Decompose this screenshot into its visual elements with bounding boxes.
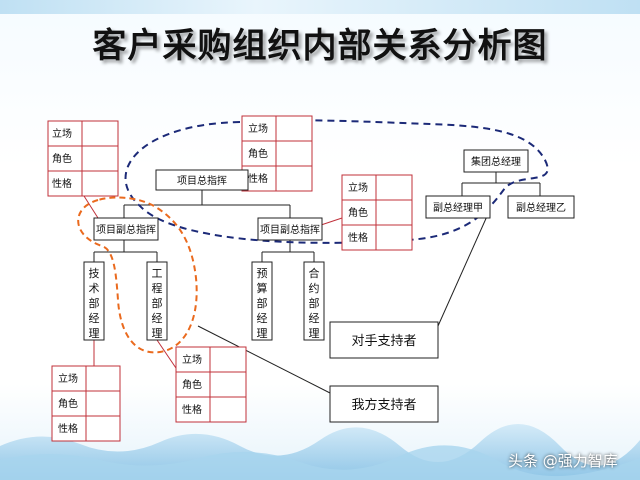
attr-label-stance: 立场 — [52, 127, 72, 140]
attr-label-stance: 立场 — [248, 122, 268, 135]
attr-label-personality: 性格 — [58, 422, 78, 435]
svg-text:经: 经 — [309, 312, 320, 325]
attr-label-role: 角色 — [52, 152, 72, 165]
node-budget-manager: 预 算 部 经 理 — [251, 261, 273, 341]
node-our-supporter: 我方支持者 — [329, 385, 439, 423]
attr-label-personality: 性格 — [248, 172, 268, 185]
watermark: 头条 @强力智库 — [508, 452, 618, 470]
svg-text:项目副总指挥: 项目副总指挥 — [260, 223, 320, 236]
attribute-box-top: 立场 角色 性格 — [241, 115, 313, 192]
org-connectors — [93, 172, 541, 262]
svg-text:经: 经 — [89, 312, 100, 325]
attr-label-role: 角色 — [182, 378, 202, 391]
node-eng-manager: 工 程 部 经 理 — [146, 261, 168, 341]
attr-label-personality: 性格 — [182, 403, 202, 416]
svg-text:副总经理甲: 副总经理甲 — [433, 201, 483, 214]
svg-text:理: 理 — [309, 327, 320, 340]
svg-text:工: 工 — [152, 267, 163, 280]
node-deputy-commander-left: 项目副总指挥 — [93, 217, 159, 241]
node-deputy-commander-right: 项目副总指挥 — [257, 217, 323, 241]
svg-text:程: 程 — [152, 282, 163, 295]
attr-label-stance: 立场 — [182, 353, 202, 366]
svg-text:预: 预 — [257, 267, 268, 280]
node-deputy-gm-b: 副总经理乙 — [507, 195, 575, 219]
svg-text:合: 合 — [309, 266, 320, 280]
node-group-gm: 集团总经理 — [463, 149, 529, 173]
svg-text:理: 理 — [152, 327, 163, 340]
node-deputy-gm-a: 副总经理甲 — [425, 195, 491, 219]
node-contract-manager: 合 约 部 经 理 — [303, 261, 325, 341]
attr-label-stance: 立场 — [348, 181, 368, 194]
orange-dashed-grouping — [77, 196, 198, 354]
svg-text:经: 经 — [152, 312, 163, 325]
svg-text:部: 部 — [89, 296, 100, 310]
node-opponent-supporter: 对手支持者 — [329, 321, 439, 359]
attribute-box-bl: 立场 角色 性格 — [51, 365, 121, 442]
attribute-box-right: 立场 角色 性格 — [341, 174, 413, 251]
node-chief-commander: 项目总指挥 — [155, 169, 249, 191]
bottom-wave-decoration — [0, 423, 640, 480]
svg-text:我方支持者: 我方支持者 — [351, 397, 416, 413]
svg-text:部: 部 — [257, 296, 268, 310]
svg-text:项目总指挥: 项目总指挥 — [177, 174, 227, 187]
svg-text:算: 算 — [257, 281, 268, 295]
svg-text:集团总经理: 集团总经理 — [471, 155, 521, 168]
svg-text:技: 技 — [89, 267, 100, 280]
svg-text:术: 术 — [89, 282, 100, 295]
svg-text:部: 部 — [309, 296, 320, 310]
svg-text:理: 理 — [257, 327, 268, 340]
attribute-links — [83, 164, 343, 375]
top-decoration-band — [0, 0, 640, 14]
svg-text:副总经理乙: 副总经理乙 — [516, 201, 566, 214]
attr-label-role: 角色 — [348, 206, 368, 219]
svg-text:对手支持者: 对手支持者 — [351, 334, 416, 349]
attribute-box-tl: 立场 角色 性格 — [47, 120, 119, 197]
svg-text:理: 理 — [89, 327, 100, 340]
attr-label-role: 角色 — [248, 147, 268, 160]
attr-label-personality: 性格 — [52, 177, 72, 190]
svg-text:部: 部 — [152, 296, 163, 310]
node-tech-manager: 技 术 部 经 理 — [83, 261, 105, 341]
svg-text:经: 经 — [257, 312, 268, 325]
attribute-box-bc: 立场 角色 性格 — [175, 346, 247, 423]
svg-text:约: 约 — [309, 282, 320, 295]
attr-label-stance: 立场 — [58, 372, 78, 385]
svg-text:项目副总指挥: 项目副总指挥 — [96, 223, 156, 236]
supporter-links — [197, 213, 489, 395]
attr-label-role: 角色 — [58, 397, 78, 410]
navy-dashed-grouping — [124, 119, 549, 244]
attr-label-personality: 性格 — [348, 231, 368, 244]
slide-title: 客户采购组织内部关系分析图 — [92, 26, 548, 66]
